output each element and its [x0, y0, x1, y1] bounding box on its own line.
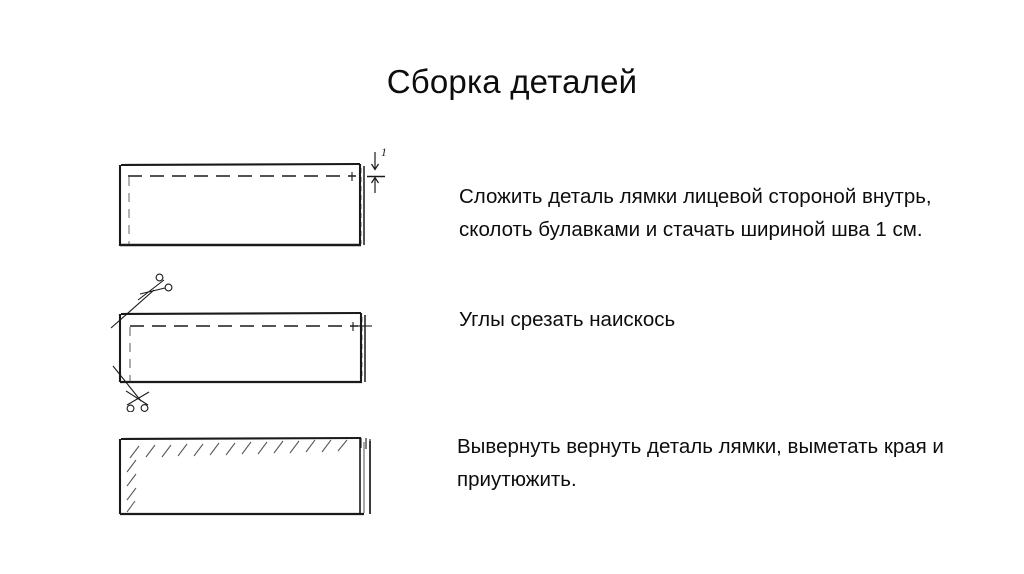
figure-strap-folded-with-seamline: 1: [108, 138, 408, 268]
figure-3-drawing: [118, 436, 371, 516]
figure-2-drawing: [110, 273, 372, 413]
rect-top-edge: [120, 162, 361, 167]
scissors-icon-bottom: [125, 390, 150, 413]
dimension-arrow: [367, 152, 385, 193]
figure-strap-with-corner-trim-scissors: [108, 272, 408, 417]
rect-top-edge: [120, 436, 362, 441]
scissors-icon-top: [137, 273, 173, 301]
page-title: Сборка деталей: [386, 63, 638, 100]
instruction-paragraph-2: Углы срезать наискось: [459, 308, 676, 331]
rect-top-edge: [120, 311, 362, 316]
dim-arrow-upper-head: [370, 163, 380, 171]
hatching-marks: [126, 439, 348, 513]
instruction-paragraph-1: Сложить деталь лямки лицевой стороной вн…: [459, 185, 932, 241]
figure-strap-turned-and-pressed: [108, 424, 408, 539]
cut-line-top: [110, 289, 155, 329]
instruction-paragraph-3: Вывернуть вернуть деталь лямки, выметать…: [457, 435, 944, 491]
figure-1-drawing: 1: [118, 147, 387, 247]
dimension-label: 1: [381, 147, 387, 159]
dim-arrow-lower-head: [370, 176, 380, 184]
cut-line-bottom: [112, 365, 142, 402]
